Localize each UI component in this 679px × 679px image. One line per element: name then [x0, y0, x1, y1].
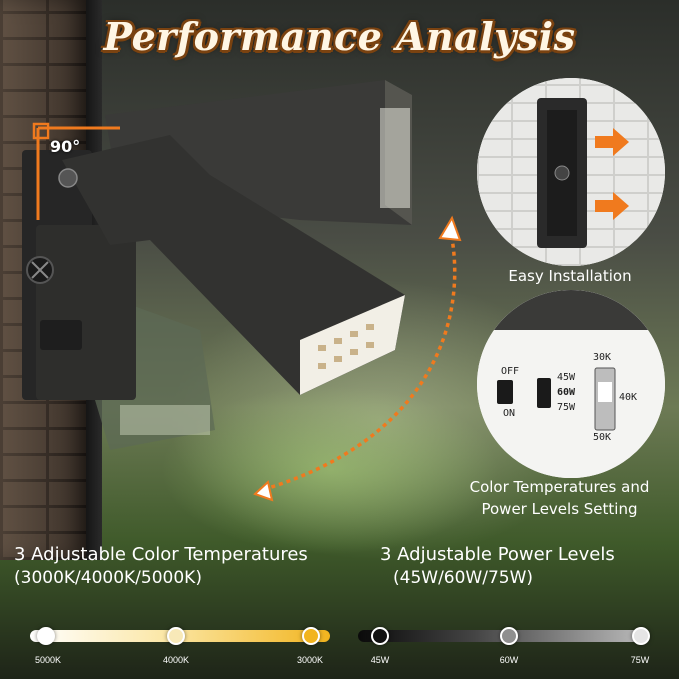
color-temp-knob-5000k [37, 627, 55, 645]
color-temp-tick-3000k: 3000K [296, 655, 324, 665]
power-level-subheading: (45W/60W/75W) [393, 568, 534, 588]
power-level-tick-60w: 60W [499, 655, 519, 665]
switch-on-label: ON [503, 408, 516, 419]
color-temp-subheading: (3000K/4000K/5000K) [14, 568, 202, 588]
color-temp-heading: 3 Adjustable Color Temperatures [14, 544, 308, 565]
power-level-tick-45w: 45W [370, 655, 390, 665]
switch-50k-label: 50K [593, 432, 612, 443]
color-temp-tick-4000k: 4000K [162, 655, 190, 665]
switch-45w-label: 45W [557, 372, 576, 383]
switch-setting-callout: OFF ON 45W 60W 75W 30K 40K 50K [477, 290, 665, 478]
mount-plate-icon [537, 98, 629, 248]
page-title: Performance Analysis [103, 14, 576, 59]
adjustable-settings-section: 3 Adjustable Color Temperatures (3000K/4… [0, 540, 679, 679]
angle-label: 90° [50, 137, 81, 156]
switch-40k-label: 40K [619, 392, 638, 403]
switch-panel-icon [477, 290, 665, 431]
color-temp-knob-3000k [302, 627, 320, 645]
installation-caption: Easy Installation [508, 267, 632, 285]
switch-60w-label: 60W [557, 387, 576, 398]
power-level-knob-75w [632, 627, 650, 645]
switch-caption-line-1: Color Temperatures and [469, 478, 650, 496]
switch-30k-label: 30K [593, 352, 612, 363]
color-temp-tick-5000k: 5000K [34, 655, 62, 665]
switch-caption-line-2: Power Levels Setting [481, 500, 638, 518]
power-level-tick-75w: 75W [630, 655, 650, 665]
power-level-knob-60w [500, 627, 518, 645]
power-level-heading: 3 Adjustable Power Levels [380, 544, 615, 565]
installation-callout [477, 78, 665, 266]
power-level-knob-45w [371, 627, 389, 645]
switch-caption: Color Temperatures and Power Levels Sett… [440, 476, 679, 520]
color-temp-knob-4000k [167, 627, 185, 645]
switch-75w-label: 75W [557, 402, 576, 413]
switch-off-label: OFF [501, 366, 520, 377]
